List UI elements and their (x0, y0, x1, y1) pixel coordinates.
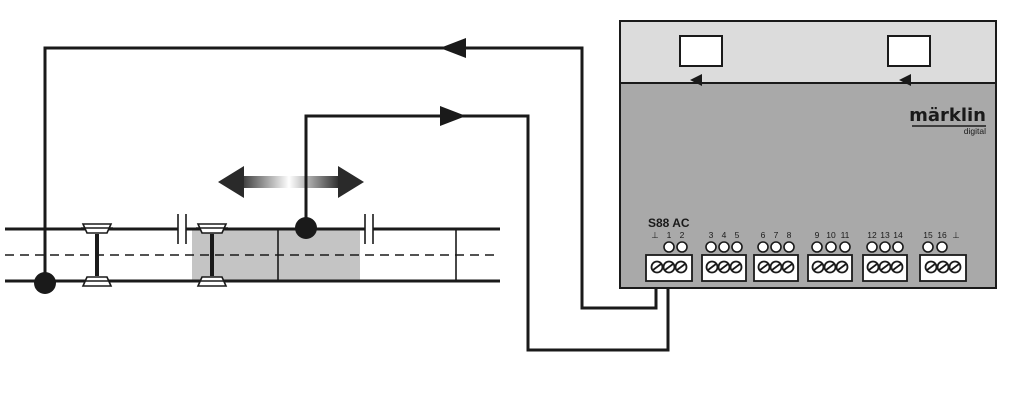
arrow-left-icon (440, 38, 466, 58)
terminal-number: 1 (667, 230, 672, 240)
led-indicator (757, 241, 769, 253)
module-body (619, 82, 997, 289)
screw-terminal-icon (729, 260, 743, 274)
terminal-number: 15 (923, 230, 933, 240)
brand-logo: märklin (909, 105, 986, 126)
terminal-numbers: ⊥ 1 2 3 4 5 6 7 8 9 10 11 12 13 14 15 16… (651, 230, 960, 240)
terminal-number: 12 (867, 230, 877, 240)
terminal-number: 3 (709, 230, 714, 240)
contact-dot-icon (34, 272, 56, 294)
terminal-number: 5 (735, 230, 740, 240)
screw-terminal-icon (674, 260, 688, 274)
screw-terminal-icon (781, 260, 795, 274)
s88-module: märklin digital S88 AC ⊥ 1 2 3 4 5 6 7 8… (619, 20, 997, 289)
screw-terminal-icon (662, 260, 676, 274)
terminal-number: 8 (787, 230, 792, 240)
led-indicator (718, 241, 730, 253)
led-indicator (892, 241, 904, 253)
led-indicator (705, 241, 717, 253)
wheelset-icon (196, 223, 228, 287)
indicator-window (679, 35, 723, 67)
model-label: S88 AC (648, 216, 690, 230)
screw-terminal-icon (890, 260, 904, 274)
screw-terminal-icon (811, 260, 825, 274)
led-indicator (783, 241, 795, 253)
screw-terminal-icon (705, 260, 719, 274)
brand-sub: digital (964, 126, 986, 136)
led-indicator (825, 241, 837, 253)
contact-dot-icon (295, 217, 317, 239)
led-indicator (676, 241, 688, 253)
double-arrow-icon (218, 166, 364, 198)
led-indicator (879, 241, 891, 253)
arrow-left-icon (690, 74, 702, 86)
track (5, 214, 500, 283)
led-indicator (866, 241, 878, 253)
terminal-block (807, 254, 853, 282)
ground-label-right: ⊥ (952, 230, 960, 240)
terminal-block (753, 254, 799, 282)
screw-terminal-icon (757, 260, 771, 274)
arrow-right-icon (440, 106, 466, 126)
led-indicator (770, 241, 782, 253)
terminal-number: 13 (880, 230, 890, 240)
terminal-block (701, 254, 747, 282)
screw-terminal-icon (769, 260, 783, 274)
screw-terminal-icon (835, 260, 849, 274)
terminal-number: 16 (937, 230, 947, 240)
terminal-number: 2 (680, 230, 685, 240)
screw-terminal-icon (936, 260, 950, 274)
led-indicator (922, 241, 934, 253)
terminal-number: 9 (815, 230, 820, 240)
screw-terminal-icon (650, 260, 664, 274)
ground-label-left: ⊥ (651, 230, 659, 240)
terminal-block (919, 254, 967, 282)
screw-terminal-icon (924, 260, 938, 274)
led-row (663, 241, 948, 253)
terminal-number: 10 (826, 230, 836, 240)
wheelset-icon (81, 223, 113, 287)
insulation-gap-right (364, 214, 374, 244)
led-indicator (663, 241, 675, 253)
terminal-blocks (645, 254, 967, 282)
led-indicator (811, 241, 823, 253)
terminal-block (645, 254, 693, 282)
indicator-window (887, 35, 931, 67)
led-indicator (731, 241, 743, 253)
screw-terminal-icon (823, 260, 837, 274)
terminal-number: 11 (841, 230, 850, 240)
screw-terminal-icon (948, 260, 962, 274)
screw-terminal-icon (866, 260, 880, 274)
terminal-number: 14 (893, 230, 903, 240)
led-indicator (839, 241, 851, 253)
led-indicator (936, 241, 948, 253)
screw-terminal-icon (878, 260, 892, 274)
terminal-block (862, 254, 908, 282)
terminal-number: 4 (722, 230, 727, 240)
screw-terminal-icon (717, 260, 731, 274)
feedback-wire-ground (43, 46, 658, 310)
feedback-wire-contact (304, 114, 670, 352)
terminal-number: 6 (761, 230, 766, 240)
module-top-panel (619, 20, 997, 84)
insulation-gap-left (177, 214, 187, 244)
terminal-number: 7 (774, 230, 779, 240)
arrow-left-icon (899, 74, 911, 86)
